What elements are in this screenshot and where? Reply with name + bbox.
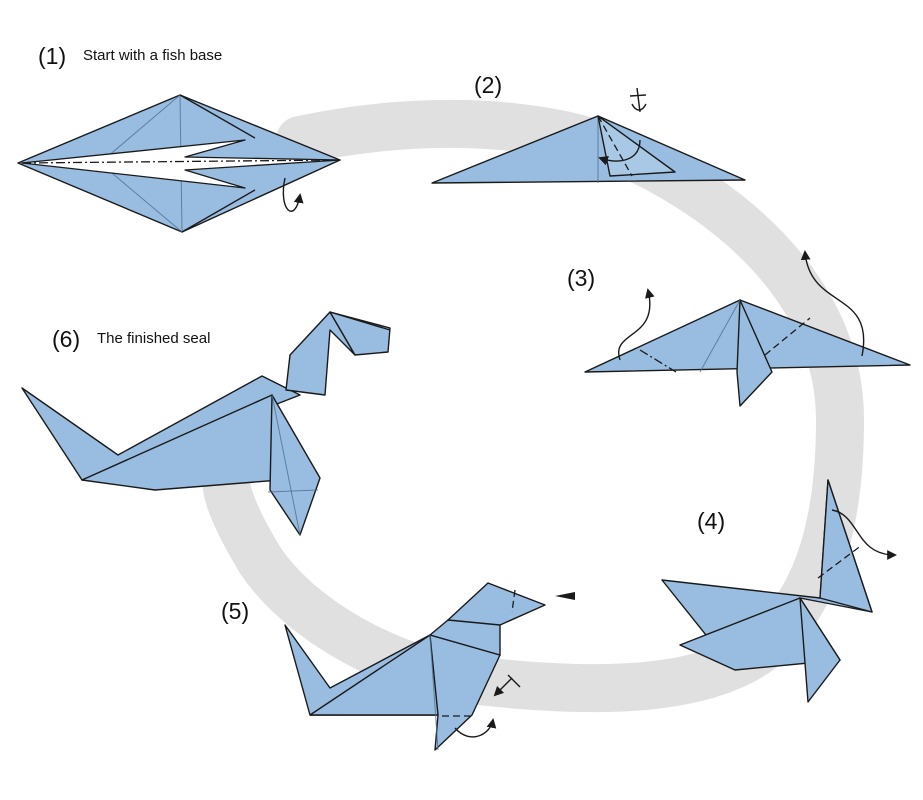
step-5-number: (5) [221,598,250,624]
step-3-wings [584,250,911,407]
step-2-number: (2) [474,72,503,98]
step-1-number: (1) [38,43,67,69]
fold-arrow-icon [282,177,304,212]
push-arrow-icon [555,592,575,600]
step-3-number: (3) [567,265,596,291]
step-6-finished-seal [21,311,391,536]
step-1-caption: Start with a fish base [83,47,223,64]
step-1-fish-base [17,94,341,233]
step-6-number: (6) [52,326,81,352]
fold-arrow-icon [800,250,865,357]
anchor-fold-symbol-icon [629,87,647,113]
step-5-seal-head [284,582,575,751]
fold-arrow-icon [493,677,513,697]
fold-arrow-icon [831,509,897,560]
step-4-seal-body [661,479,897,703]
fold-arrow-icon [454,718,497,738]
step-2-triangle [431,87,746,184]
step-6-caption: The finished seal [97,330,211,347]
fold-arrow-icon [617,288,655,361]
fold-arrow-icon [598,139,641,166]
step-4-number: (4) [697,508,726,534]
